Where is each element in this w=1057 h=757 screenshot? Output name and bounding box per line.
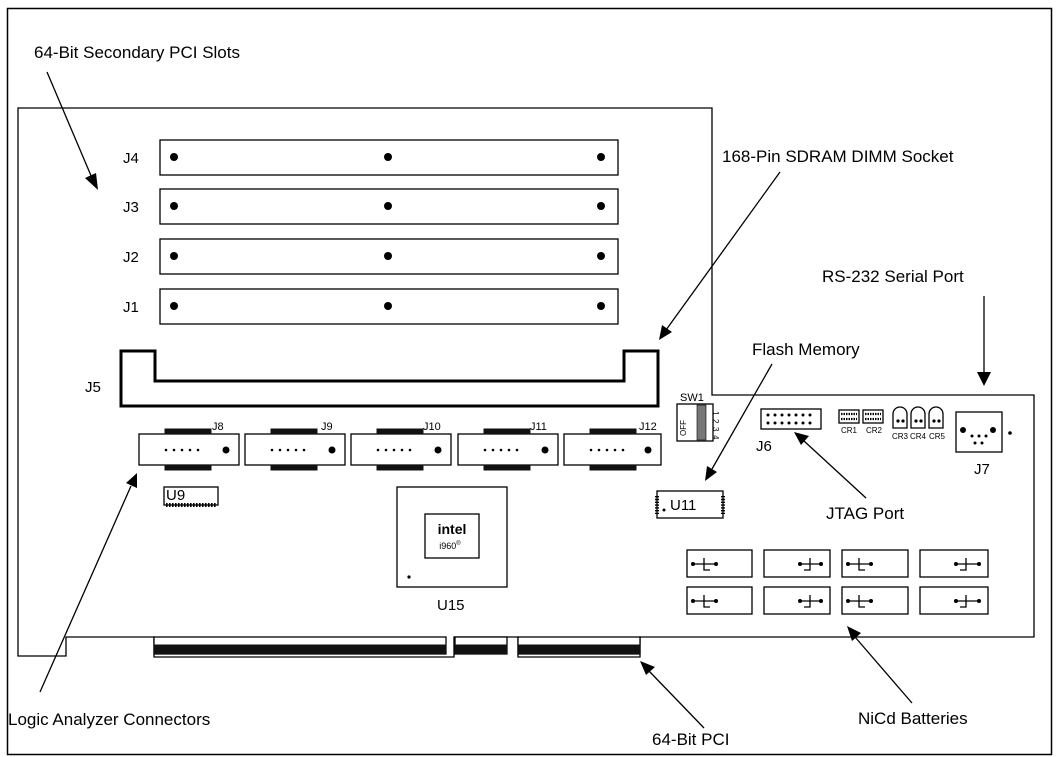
jtag-header-j6 [760,408,822,430]
battery-cell [919,549,989,578]
label-j5: J5 [85,379,101,396]
battery-cell [919,586,989,615]
label-j3: J3 [123,199,139,216]
callout-jtag-port: JTAG Port [826,504,904,523]
callout-dimm-socket: 168-Pin SDRAM DIMM Socket [722,147,954,166]
processor-u15: intel i960® [396,486,508,588]
pci-slot-j4 [159,139,619,176]
leader-serial-port [977,296,991,386]
callout-batteries: NiCd Batteries [858,709,968,728]
pci-slot-j3 [159,188,619,225]
label-j6: J6 [756,438,772,455]
led-cr1 [838,409,860,424]
pci-edge-connector [153,636,641,655]
label-j9: J9 [321,421,333,433]
switch-off-label: OFF [679,420,688,436]
registered-mark-icon: ® [456,540,461,547]
callout-pci-edge: 64-Bit PCI [652,730,729,749]
leader-batteries [847,626,913,704]
flash-memory-u11 [655,490,725,519]
logic-analyzer-connector-j8 [138,428,240,471]
label-u15: U15 [437,597,465,614]
label-cr1: CR1 [841,426,858,435]
battery-cell [763,549,831,578]
label-j10: J10 [423,421,441,433]
led-cr3 [892,406,908,429]
label-sw1: SW1 [680,392,704,404]
label-j12: J12 [639,421,657,433]
dip-switch-sw1: OFF 1 2 3 4 [676,403,720,442]
led-cr4 [910,406,926,429]
leader-pci-slots [46,71,98,190]
leader-pci-edge [640,661,705,729]
label-j8: J8 [212,421,224,433]
label-cr5: CR5 [929,432,946,441]
logic-analyzer-connector-j9 [244,428,346,471]
leader-logic-analyzer [39,473,137,693]
label-j11: J11 [530,421,547,433]
pci-slot-j2 [159,238,619,275]
leader-dimm-socket [659,171,781,340]
switch-pos-3: 3 [711,427,720,432]
led-cr5 [928,406,944,429]
pci-slot-j1 [159,288,619,325]
dimm-socket-j5 [119,349,660,408]
leader-jtag-port [794,432,867,499]
callout-logic-analyzer: Logic Analyzer Connectors [8,710,210,729]
battery-cell [686,586,753,615]
callout-serial-port: RS-232 Serial Port [822,267,964,286]
switch-pos-1: 1 [711,411,720,416]
battery-cell [763,586,831,615]
label-j7: J7 [974,461,990,478]
serial-port-j7 [955,411,1012,453]
figure-frame [6,7,1053,756]
logic-analyzer-connector-j12 [563,428,662,471]
callout-flash-memory: Flash Memory [752,340,860,359]
logic-analyzer-connector-j11 [457,428,559,471]
i960-model-text: i960® [439,540,461,551]
label-u11: U11 [670,497,696,514]
label-cr3: CR3 [892,432,909,441]
intel-logo-text: intel [438,521,467,537]
label-j4: J4 [123,150,139,167]
chip-u9 [163,486,219,507]
label-j1: J1 [123,299,139,316]
label-j2: J2 [123,249,139,266]
battery-cell [686,549,753,578]
switch-pos-2: 2 [711,419,720,424]
battery-cell [841,549,909,578]
label-cr2: CR2 [866,426,883,435]
logic-analyzer-connector-j10 [350,428,452,471]
battery-cell [841,586,909,615]
label-u9: U9 [166,487,185,504]
callout-pci-slots: 64-Bit Secondary PCI Slots [34,43,240,62]
label-cr4: CR4 [910,432,927,441]
switch-pos-4: 4 [711,435,720,440]
leader-flash-memory [705,363,773,481]
led-cr2 [862,409,884,424]
